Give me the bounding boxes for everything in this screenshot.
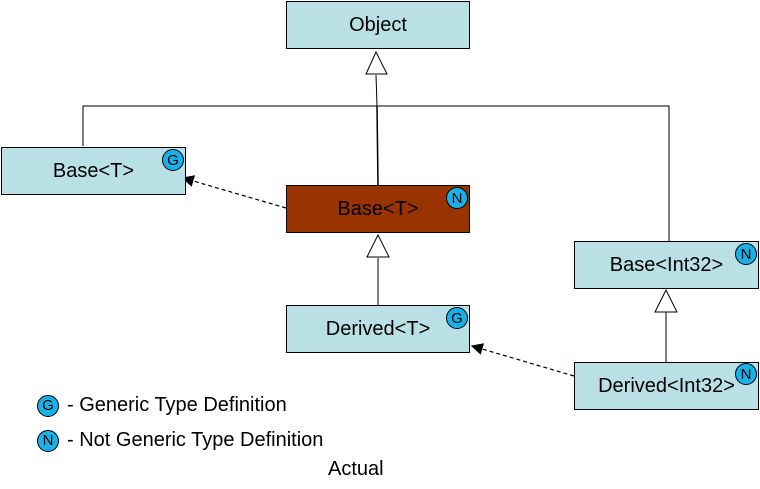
inheritance-connector-base-t [376,105,379,186]
non-generic-badge-icon: N [37,429,59,452]
non-generic-badge-icon: N [735,243,757,265]
node-base-int32-label: Base<Int32> [609,253,724,276]
node-derived-t-label: Derived<T> [325,317,431,340]
non-generic-badge-icon: N [446,187,468,209]
node-derived-int32: Derived<Int32> [574,362,759,410]
node-base-generic-definition-label: Base<T> [52,159,135,182]
inheritance-connector-object [375,74,378,107]
generic-badge-icon: G [162,149,184,171]
inheritance-arrowhead-object [365,50,388,75]
legend-generic: G - Generic Type Definition [37,394,287,417]
inheritance-arrowhead-base-int32 [654,288,678,313]
generic-badge-icon: G [446,307,468,329]
node-base-t-highlighted: Base<T> [286,185,470,233]
inheritance-connector-bus [82,105,670,241]
legend-non-generic: N - Not Generic Type Definition [37,429,323,452]
non-generic-badge-icon: N [735,363,757,385]
inheritance-arrowhead-base-t [366,233,390,258]
generic-badge-icon: G [37,394,59,417]
node-base-int32: Base<Int32> [574,241,759,289]
node-base-t-highlighted-label: Base<T> [337,197,419,220]
diagram-caption: Actual [328,458,384,480]
node-object-label: Object [349,13,407,36]
node-base-generic-definition: Base<T> [1,147,186,195]
node-derived-t: Derived<T> [286,305,470,353]
definition-link-base [181,175,287,209]
node-derived-int32-label: Derived<Int32> [598,374,735,397]
definition-link-derived [470,343,575,377]
legend-non-generic-text: - Not Generic Type Definition [67,429,324,451]
node-object: Object [286,1,470,49]
legend-generic-text: - Generic Type Definition [67,394,287,416]
